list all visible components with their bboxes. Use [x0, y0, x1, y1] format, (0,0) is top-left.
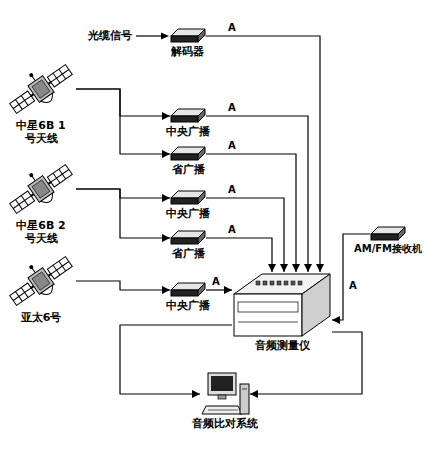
signal-connector [120, 325, 232, 394]
arrow-head [161, 33, 169, 40]
device-icon [232, 272, 332, 338]
device-icon [170, 108, 206, 124]
signal-connector [76, 281, 170, 290]
signal-connector [76, 189, 170, 198]
signal-connector [250, 332, 362, 394]
node-label: AM/FM接收机 [354, 243, 422, 255]
device-icon [6, 60, 76, 118]
node-label: 省广播 [172, 163, 205, 176]
node-label: 中央广播 [166, 299, 210, 312]
device-box: 解码器 [165, 28, 210, 58]
signal-connector [206, 289, 232, 290]
node-label: 省广播 [172, 247, 205, 260]
signal-label: 光缆信号 [88, 29, 132, 43]
signal-connector [206, 198, 284, 272]
device-box: 中央广播 [163, 190, 213, 220]
device-icon [170, 146, 206, 162]
device-icon [6, 252, 76, 310]
satellite-antenna: 中星6B 1号天线 [5, 60, 77, 145]
satellite-antenna: 亚太6号 [5, 252, 77, 324]
device-box: 省广播 [163, 230, 213, 260]
signal-wire [136, 35, 162, 36]
signal-connector [206, 116, 308, 272]
edge-label: A [226, 184, 238, 196]
node-label: 亚太6号 [21, 311, 62, 324]
edge-label: A [226, 102, 238, 114]
device-icon [170, 28, 206, 44]
device-icon [200, 372, 250, 416]
signal-connector [206, 36, 321, 272]
device-box: 中央广播 [163, 282, 213, 312]
node-label: 中星6B 1号天线 [11, 119, 71, 145]
device-icon [170, 190, 206, 206]
signal-connector [206, 238, 272, 272]
device-box: 中央广播 [163, 108, 213, 138]
audio-meter: 音频测量仪 [232, 272, 332, 352]
node-label: 中央广播 [166, 207, 210, 220]
node-label: 音频测量仪 [255, 339, 310, 352]
edge-label: A [226, 22, 238, 34]
edge-label: A [210, 276, 222, 288]
signal-connector [76, 89, 170, 154]
device-box: 省广播 [163, 146, 213, 176]
device-box: AM/FM接收机 [350, 226, 426, 255]
node-label: 音频比对系统 [192, 417, 258, 430]
device-icon [6, 160, 76, 218]
satellite-antenna: 中星6B 2号天线 [5, 160, 77, 245]
computer-system: 音频比对系统 [190, 372, 260, 430]
node-label: 中星6B 2号天线 [11, 219, 71, 245]
device-icon [170, 282, 206, 298]
node-label: 中央广播 [166, 125, 210, 138]
signal-connector [206, 154, 296, 272]
signal-connector [76, 189, 170, 238]
edge-label: A [226, 140, 238, 152]
device-icon [370, 226, 406, 242]
edge-label: A [226, 224, 238, 236]
edge-label: A [347, 280, 359, 292]
node-label: 解码器 [171, 45, 204, 58]
signal-connector [76, 89, 170, 116]
device-icon [170, 230, 206, 246]
